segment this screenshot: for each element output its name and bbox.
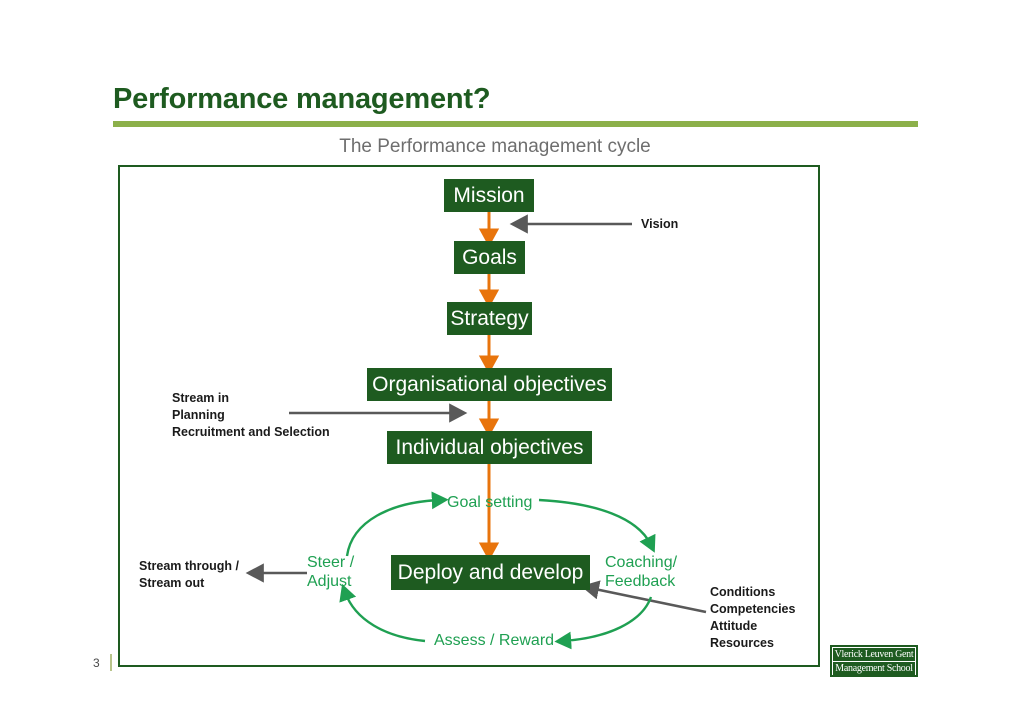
- cycle-label-steer-adjust: Steer / Adjust: [307, 553, 354, 591]
- annotation-conditions-line3: Attitude: [710, 619, 758, 633]
- box-deploy-and-develop[interactable]: Deploy and develop: [391, 555, 590, 590]
- annotation-stream-out-line2: Stream out: [139, 576, 205, 590]
- cycle-label-steer-line1: Steer /: [307, 554, 355, 571]
- cycle-label-coaching-line1: Coaching/: [605, 554, 678, 571]
- annotation-stream-through-out: Stream through / Stream out: [139, 558, 239, 592]
- title-underline-rule: [113, 121, 918, 127]
- annotation-stream-in-line1: Stream in: [172, 391, 229, 405]
- annotation-conditions: Conditions Competencies Attitude Resourc…: [710, 584, 795, 652]
- box-individual-objectives[interactable]: Individual objectives: [387, 431, 592, 464]
- page-number-separator: [110, 654, 112, 671]
- annotation-stream-in-line2: Planning: [172, 408, 225, 422]
- annotation-conditions-line1: Conditions: [710, 585, 776, 599]
- annotation-vision: Vision: [641, 217, 679, 231]
- cycle-label-coaching-feedback: Coaching/ Feedback: [605, 553, 677, 591]
- cycle-label-steer-line2: Adjust: [307, 573, 352, 590]
- box-strategy[interactable]: Strategy: [447, 302, 532, 335]
- annotation-stream-out-line1: Stream through /: [139, 559, 240, 573]
- logo-line-2: Management School: [833, 662, 915, 675]
- page-number: 3: [93, 656, 100, 670]
- vlerick-logo: Vlerick Leuven Gent Management School: [830, 645, 918, 677]
- annotation-stream-in-line3: Recruitment and Selection: [172, 425, 330, 439]
- diagram-subtitle: The Performance management cycle: [339, 136, 651, 157]
- logo-line-1: Vlerick Leuven Gent: [833, 648, 915, 661]
- box-mission[interactable]: Mission: [444, 179, 534, 212]
- cycle-label-coaching-line2: Feedback: [605, 573, 676, 590]
- annotation-conditions-line2: Competencies: [710, 602, 796, 616]
- cycle-label-goal-setting: Goal setting: [447, 494, 533, 511]
- page-title: Performance management?: [113, 83, 491, 115]
- annotation-stream-in: Stream in Planning Recruitment and Selec…: [172, 390, 330, 441]
- cycle-label-assess-reward: Assess / Reward: [434, 632, 555, 649]
- box-goals[interactable]: Goals: [454, 241, 525, 274]
- box-organisational-objectives[interactable]: Organisational objectives: [367, 368, 612, 401]
- annotation-conditions-line4: Resources: [710, 636, 774, 650]
